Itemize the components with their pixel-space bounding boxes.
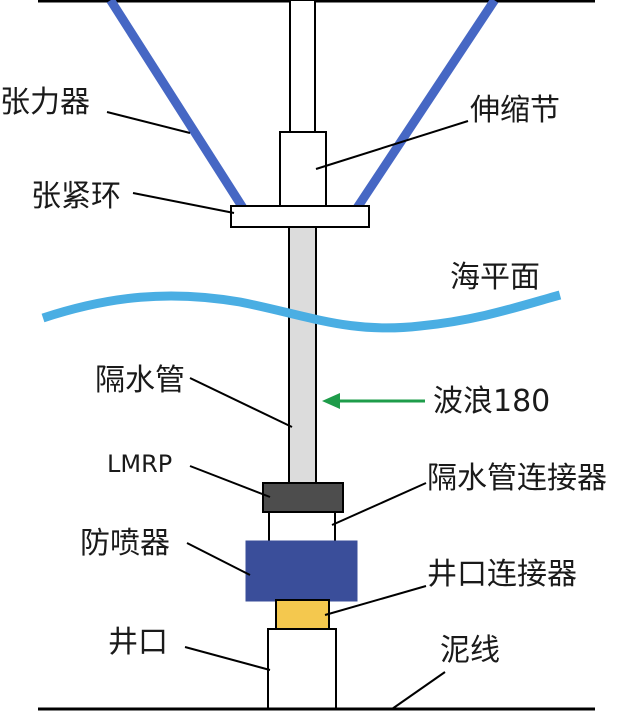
leader-wellhead <box>184 646 271 671</box>
label-tensioner: 张力器 <box>0 85 90 120</box>
wellhead-block <box>267 628 337 710</box>
label-lmrp: LMRP <box>107 450 172 478</box>
label-riser-connector: 隔水管连接器 <box>427 461 607 496</box>
telescopic-inner-barrel <box>289 0 316 134</box>
leader-telescopic-joint <box>315 120 469 170</box>
leader-lmrp <box>189 465 271 498</box>
label-telescopic-joint: 伸缩节 <box>470 93 560 128</box>
leader-wellhead-connector <box>324 585 427 616</box>
telescopic-joint <box>279 131 327 208</box>
leader-tensioner <box>106 111 191 134</box>
label-wellhead-connector: 井口连接器 <box>427 557 577 592</box>
label-wave: 波浪180 <box>433 384 550 419</box>
tension-ring <box>230 205 370 228</box>
leader-riser-connector <box>331 482 427 526</box>
tensioner-left <box>106 0 250 215</box>
wellhead-connector-block <box>275 599 330 630</box>
label-wellhead: 井口 <box>108 625 168 660</box>
label-mudline: 泥线 <box>440 633 500 668</box>
riser-connector-body <box>268 511 336 543</box>
riser-pipe <box>288 226 317 485</box>
lmrp-block <box>262 482 344 513</box>
sea-level-line <box>41 290 562 333</box>
leader-tension-ring <box>132 192 235 214</box>
label-tension-ring: 张紧环 <box>31 179 121 214</box>
label-sea-level: 海平面 <box>450 260 540 295</box>
bop-stack <box>245 540 358 602</box>
label-bop: 防喷器 <box>80 526 170 561</box>
leader-mudline <box>391 671 446 710</box>
leader-riser <box>189 377 293 428</box>
wave-arrow-head <box>322 393 340 409</box>
label-riser: 隔水管 <box>95 363 185 398</box>
tensioner-right <box>350 0 499 215</box>
leader-bop <box>186 542 251 576</box>
